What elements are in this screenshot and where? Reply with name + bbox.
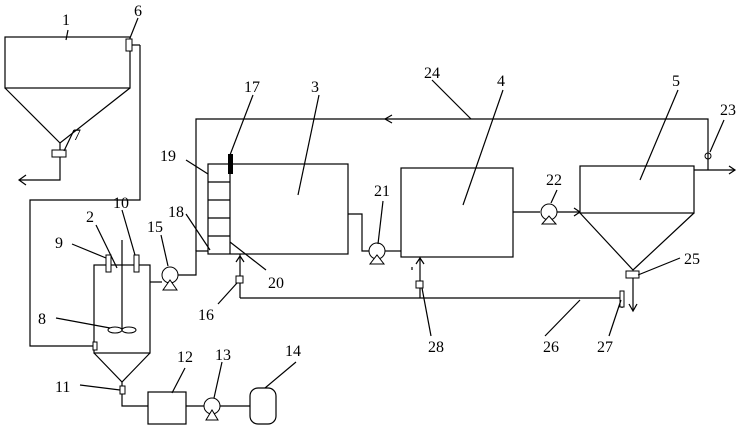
inlet-9 xyxy=(105,254,112,273)
label-11: 11 xyxy=(55,379,70,396)
label-21: 21 xyxy=(374,183,390,200)
side-port xyxy=(92,341,98,351)
inlet-10 xyxy=(133,254,140,273)
valve-28 xyxy=(415,280,424,289)
label-6: 6 xyxy=(134,3,142,20)
label-14: 14 xyxy=(285,343,301,360)
label-7: 7 xyxy=(73,127,81,144)
label-18: 18 xyxy=(168,204,184,221)
label-12: 12 xyxy=(177,349,193,366)
pump-21 xyxy=(368,242,386,265)
label-17: 17 xyxy=(244,79,260,96)
feed-pipe-tank1-to-tank2 xyxy=(29,45,141,347)
valve-25 xyxy=(625,270,640,279)
label-4: 4 xyxy=(497,73,505,90)
settler-5 xyxy=(579,165,695,271)
outlet-arrow-tank-1 xyxy=(17,174,27,186)
tank-1-hopper xyxy=(4,36,131,150)
label-10: 10 xyxy=(113,195,129,212)
label-5: 5 xyxy=(672,73,680,90)
label-28: 28 xyxy=(428,339,444,356)
valve-16 xyxy=(235,275,244,284)
probe-17 xyxy=(228,154,233,174)
reactor-3 xyxy=(207,163,349,255)
label-3: 3 xyxy=(311,79,319,96)
leader-lines xyxy=(55,17,725,399)
valve-7 xyxy=(51,149,67,158)
valve-11 xyxy=(119,385,126,395)
pump-13 xyxy=(203,397,221,421)
pump-22 xyxy=(540,203,558,225)
valve-6 xyxy=(125,38,133,52)
label-8: 8 xyxy=(38,311,46,328)
label-1: 1 xyxy=(62,12,70,29)
unit-12 xyxy=(147,391,187,425)
label-19: 19 xyxy=(160,148,176,165)
label-9: 9 xyxy=(55,235,63,252)
label-2: 2 xyxy=(86,209,94,226)
recycle-line-24 xyxy=(195,118,709,251)
label-22: 22 xyxy=(546,172,562,189)
outlet-pipe-tank-1 xyxy=(20,157,61,181)
label-23: 23 xyxy=(720,102,736,119)
label-25: 25 xyxy=(684,251,700,268)
label-15: 15 xyxy=(147,219,163,236)
label-27: 27 xyxy=(597,339,613,356)
label-16: 16 xyxy=(198,307,214,324)
label-24: 24 xyxy=(424,65,440,82)
stirrer-8 xyxy=(107,240,137,334)
label-20: 20 xyxy=(268,275,284,292)
tank-14 xyxy=(249,387,277,425)
label-26: 26 xyxy=(543,339,559,356)
pump-15 xyxy=(161,266,179,291)
unit-4 xyxy=(400,167,514,258)
label-13: 13 xyxy=(215,347,231,364)
